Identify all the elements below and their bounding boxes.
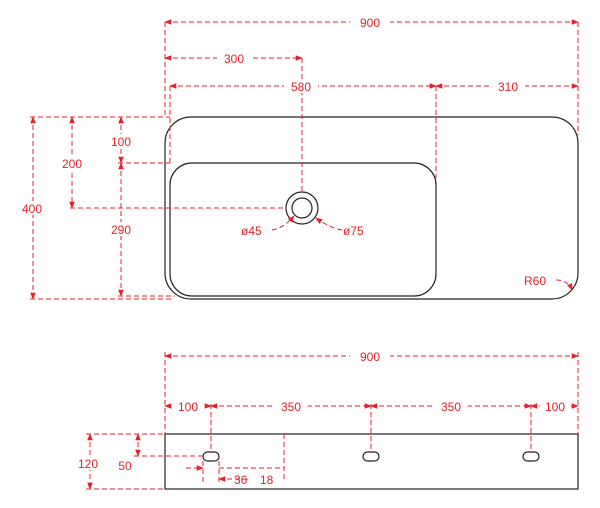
mounting-slot-1 — [202, 451, 220, 462]
dim-spacing-2: 350 — [441, 400, 461, 414]
dim-basin-depth: 290 — [111, 223, 131, 237]
leader-corner-radius — [555, 279, 573, 291]
top-view: 900 300 580 310 400 200 100 2 — [18, 15, 579, 300]
dim-drain-outer: ø75 — [343, 224, 364, 238]
drain-outer-circle — [285, 191, 319, 225]
dim-edge-left: 100 — [178, 400, 198, 414]
basin-bowl — [169, 162, 437, 297]
dim-drain-inner: ø45 — [241, 224, 262, 238]
dim-overall-depth: 400 — [22, 202, 42, 216]
dim-drain-from-back: 200 — [62, 157, 82, 171]
dim-edge-right: 100 — [545, 400, 565, 414]
dim-overall-width-top: 900 — [360, 16, 380, 30]
leader-drain-outer — [315, 217, 343, 231]
front-outline — [164, 433, 579, 490]
dim-slot-height: 50 — [118, 459, 132, 473]
leader-drain-inner — [271, 215, 295, 231]
top-outline — [164, 116, 579, 300]
dim-basin-width: 580 — [291, 80, 311, 94]
dim-corner-radius: R60 — [524, 274, 546, 288]
dim-spacing-1: 350 — [281, 400, 301, 414]
dim-deck-width: 310 — [498, 80, 518, 94]
dim-overall-width-front: 900 — [360, 350, 380, 364]
dim-slot-size: 18 — [260, 473, 274, 487]
dim-slot-width: 36 — [234, 473, 248, 487]
mounting-slot-2 — [362, 451, 380, 462]
dim-height: 120 — [78, 457, 98, 471]
front-view: 900 100 350 350 100 120 50 36 18 — [74, 349, 579, 490]
drain-inner-circle — [291, 197, 313, 219]
dim-back-rim: 100 — [111, 135, 131, 149]
dim-drain-offset: 300 — [224, 52, 244, 66]
mounting-slot-3 — [522, 451, 540, 462]
